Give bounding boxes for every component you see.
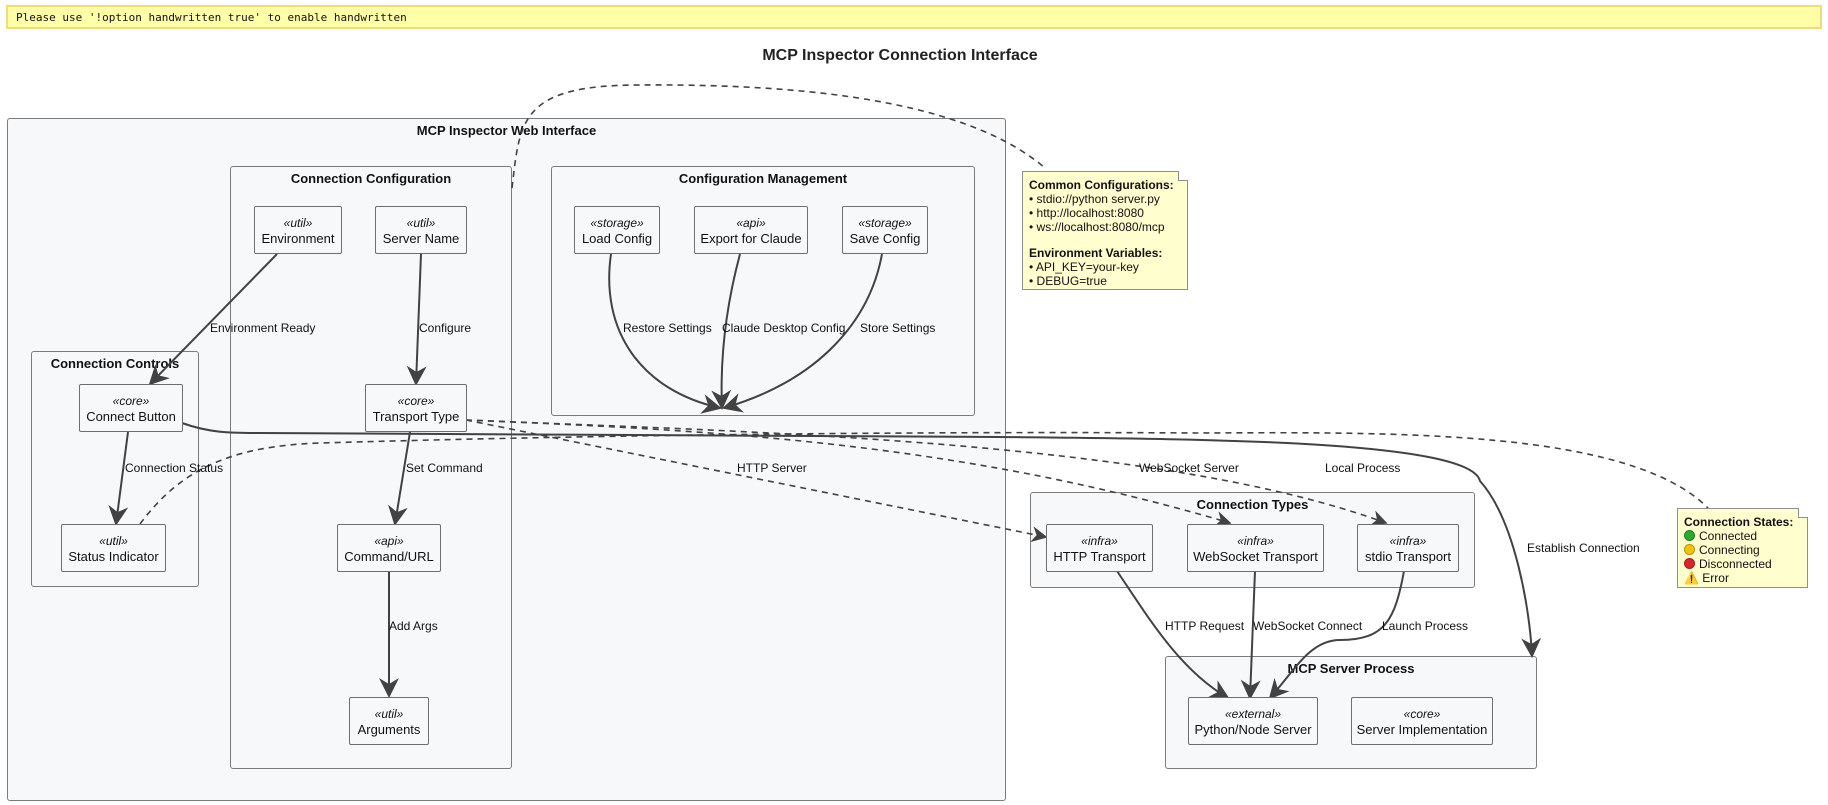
- stereotype: «util»: [374, 707, 404, 721]
- edge-label-set-command: Set Command: [406, 461, 483, 475]
- edge-label-connection-status: Connection Status: [125, 461, 224, 475]
- component-name: Load Config: [581, 231, 653, 246]
- component-load-config: «storage» Load Config: [574, 206, 660, 254]
- note-heading: Environment Variables:: [1029, 246, 1163, 260]
- component-name: Environment: [261, 231, 335, 246]
- component-environment: «util» Environment: [254, 206, 342, 254]
- component-save-config: «storage» Save Config: [842, 206, 928, 254]
- note-line: • ws://localhost:8080/mcp: [1029, 220, 1165, 234]
- state-connecting: Connecting: [1684, 543, 1801, 557]
- state-error: ⚠️ Error: [1684, 571, 1801, 585]
- component-name: Server Implementation: [1356, 722, 1488, 737]
- state-disconnected: Disconnected: [1684, 557, 1801, 571]
- component-name: Arguments: [357, 722, 421, 737]
- edge-label-websocket-connect: WebSocket Connect: [1253, 619, 1363, 633]
- component-http-transport: «infra» HTTP Transport: [1046, 524, 1153, 572]
- note-line: • http://localhost:8080: [1029, 206, 1144, 220]
- edge-label-add-args: Add Args: [389, 619, 438, 633]
- component-arguments: «util» Arguments: [349, 697, 429, 745]
- component-name: Status Indicator: [68, 549, 159, 564]
- note-heading: Common Configurations:: [1029, 178, 1174, 192]
- component-name: Transport Type: [372, 409, 460, 424]
- component-name: Save Config: [849, 231, 921, 246]
- package-connection-controls-title: Connection Controls: [50, 356, 180, 371]
- component-name: WebSocket Transport: [1193, 549, 1318, 564]
- stereotype: «external»: [1224, 707, 1282, 721]
- edge-label-store-settings: Store Settings: [860, 321, 936, 335]
- stereotype: «api»: [374, 534, 404, 548]
- note-fold-corner: [1178, 171, 1188, 181]
- state-label: Connected: [1699, 529, 1758, 543]
- edge-label-http-server: HTTP Server: [737, 461, 807, 475]
- component-name: Python/Node Server: [1194, 722, 1312, 737]
- component-connect-button: «core» Connect Button: [79, 384, 183, 432]
- state-label: Disconnected: [1699, 557, 1772, 571]
- edge-label-configure: Configure: [419, 321, 472, 335]
- edge-label-websocket-server: WebSocket Server: [1139, 461, 1239, 475]
- package-configuration-management: Configuration Management: [551, 166, 975, 416]
- component-name: Export for Claude: [700, 231, 802, 246]
- component-name: Connect Button: [86, 409, 176, 424]
- diagram-title: MCP Inspector Connection Interface: [762, 47, 1038, 64]
- component-stdio-transport: «infra» stdio Transport: [1357, 524, 1459, 572]
- edge-label-launch-process: Launch Process: [1382, 619, 1469, 633]
- edge-label-local-process: Local Process: [1325, 461, 1401, 475]
- component-server-implementation: «core» Server Implementation: [1351, 697, 1493, 745]
- package-configuration-management-title: Configuration Management: [678, 171, 848, 186]
- note-line: • stdio://python server.py: [1029, 192, 1160, 206]
- edge-label-http-request: HTTP Request: [1165, 619, 1245, 633]
- component-name: Server Name: [382, 231, 460, 246]
- package-connection-types-title: Connection Types: [1196, 497, 1309, 512]
- note-line: • DEBUG=true: [1029, 274, 1107, 288]
- note-common-configurations: Common Configurations: • stdio://python …: [1022, 171, 1188, 290]
- state-label: ⚠️ Error: [1684, 571, 1729, 585]
- note-connection-states: Connection States: Connected Connecting …: [1677, 508, 1808, 588]
- note-line: • API_KEY=your-key: [1029, 260, 1139, 274]
- state-label: Connecting: [1699, 543, 1760, 557]
- stereotype: «util»: [406, 216, 436, 230]
- stereotype: «util»: [99, 534, 128, 548]
- component-name: Command/URL: [344, 549, 434, 564]
- note-heading: Connection States:: [1684, 515, 1794, 529]
- component-name: stdio Transport: [1365, 549, 1451, 564]
- package-web-interface-title: MCP Inspector Web Interface: [416, 123, 597, 138]
- package-mcp-server-process-title: MCP Server Process: [1287, 661, 1415, 676]
- component-transport-type: «core» Transport Type: [365, 384, 467, 432]
- yellow-circle-icon: [1684, 544, 1695, 555]
- edge-label-claude-desktop-config: Claude Desktop Config: [722, 321, 846, 335]
- edge-label-environment-ready: Environment Ready: [210, 321, 316, 335]
- state-connected: Connected: [1684, 529, 1801, 543]
- edge-label-establish-connection: Establish Connection: [1527, 541, 1640, 555]
- red-circle-icon: [1684, 558, 1695, 569]
- stereotype: «infra»: [1389, 534, 1427, 548]
- stereotype: «storage»: [590, 216, 644, 230]
- component-server-name: «util» Server Name: [375, 206, 467, 254]
- green-circle-icon: [1684, 530, 1695, 541]
- stereotype: «infra»: [1081, 534, 1118, 548]
- stereotype: «core»: [112, 394, 150, 408]
- stereotype: «storage»: [858, 216, 912, 230]
- stereotype: «infra»: [1237, 534, 1274, 548]
- stereotype: «util»: [283, 216, 313, 230]
- component-export-for-claude: «api» Export for Claude: [694, 206, 808, 254]
- stereotype: «core»: [397, 394, 435, 408]
- stereotype: «api»: [736, 216, 766, 230]
- component-status-indicator: «util» Status Indicator: [61, 524, 166, 572]
- component-name: HTTP Transport: [1053, 549, 1146, 564]
- stereotype: «core»: [1403, 707, 1441, 721]
- edge-label-restore-settings: Restore Settings: [623, 321, 712, 335]
- component-python-node-server: «external» Python/Node Server: [1188, 697, 1318, 745]
- package-connection-configuration-title: Connection Configuration: [290, 171, 452, 186]
- note-fold-corner: [1798, 508, 1808, 518]
- handwritten-warning-banner: Please use '!option handwritten true' to…: [6, 5, 1822, 29]
- component-command-url: «api» Command/URL: [337, 524, 441, 572]
- component-websocket-transport: «infra» WebSocket Transport: [1187, 524, 1324, 572]
